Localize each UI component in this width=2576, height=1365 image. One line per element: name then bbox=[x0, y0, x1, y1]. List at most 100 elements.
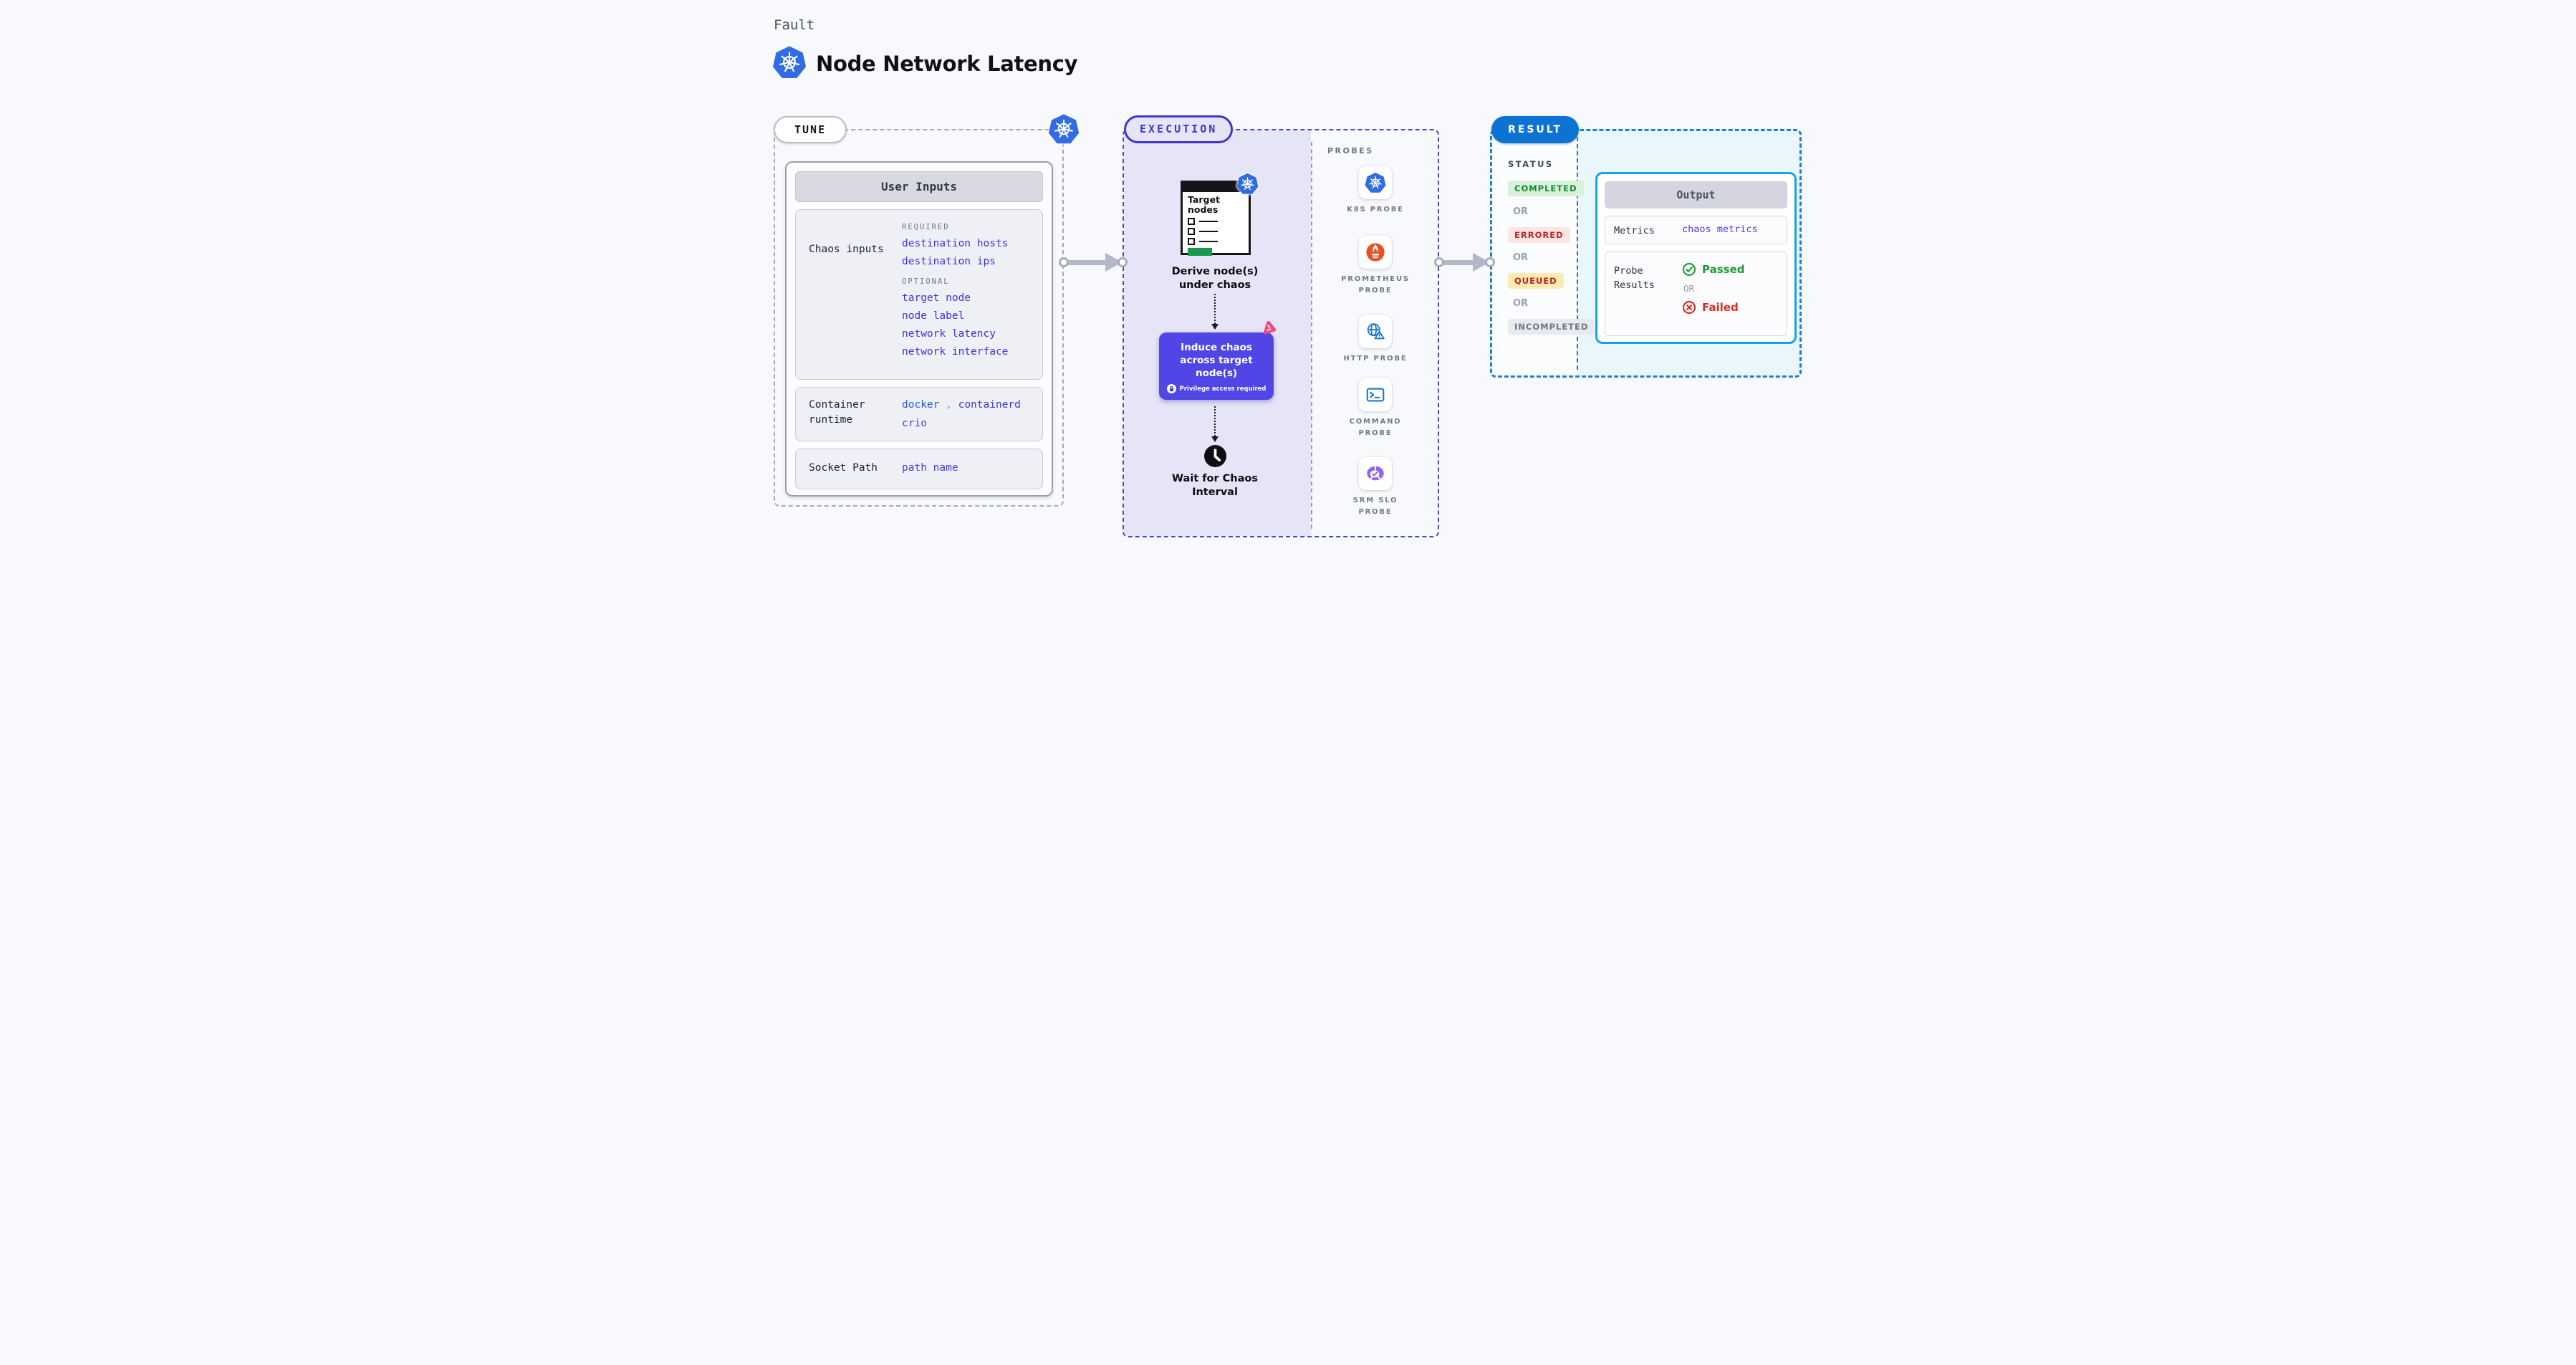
passed-label: Passed bbox=[1702, 263, 1745, 276]
page-title: Node Network Latency bbox=[816, 52, 1078, 76]
output-panel: Output Metrics chaos metrics Probe Resul… bbox=[1595, 172, 1797, 344]
failed-label: Failed bbox=[1702, 301, 1739, 314]
chaos-inputs-label: Chaos inputs bbox=[809, 244, 884, 255]
status-output-divider bbox=[1577, 137, 1578, 370]
derive-nodes-label: Derive node(s) under chaos bbox=[1171, 266, 1259, 291]
input-network-latency[interactable]: network latency bbox=[902, 328, 996, 340]
checkbox-icon bbox=[1188, 238, 1195, 245]
or-label: OR bbox=[1513, 252, 1529, 263]
srm-slo-probe-icon bbox=[1367, 466, 1384, 481]
litmus-chaos-icon bbox=[1263, 320, 1277, 335]
runtime-separator: , bbox=[946, 399, 952, 411]
chaos-inputs-values: REQUIRED destination hosts destination i… bbox=[902, 223, 1008, 364]
status-badge-queued: QUEUED bbox=[1508, 273, 1564, 289]
check-circle-icon bbox=[1682, 262, 1696, 277]
execution-badge: EXECUTION bbox=[1124, 115, 1234, 143]
window-bar bbox=[1183, 183, 1249, 192]
user-inputs-panel: User Inputs Chaos inputs REQUIRED destin… bbox=[785, 161, 1053, 497]
probe-item-srm-slo: SRM SLO PROBE bbox=[1331, 457, 1420, 517]
checkbox-icon bbox=[1188, 228, 1195, 235]
or-label: OR bbox=[1683, 283, 1695, 294]
tune-section bbox=[774, 129, 1064, 507]
socket-path-value[interactable]: path name bbox=[902, 462, 958, 474]
prometheus-icon bbox=[1366, 243, 1385, 262]
fault-eyebrow: Fault bbox=[774, 17, 815, 33]
http-probe-icon bbox=[1367, 323, 1385, 340]
probe-results-values: Passed OR Failed bbox=[1682, 262, 1744, 315]
passed-row: Passed bbox=[1682, 262, 1744, 277]
command-probe-icon bbox=[1366, 388, 1385, 402]
clock-icon bbox=[1204, 445, 1226, 467]
fault-diagram: Fault Node Network Latency TUNE User Inp… bbox=[731, 0, 1845, 591]
induce-chaos-step: Induce chaos across target node(s) Privi… bbox=[1159, 332, 1274, 400]
socket-path-label: Socket Path bbox=[809, 462, 878, 474]
probes-divider bbox=[1311, 142, 1312, 529]
probe-card bbox=[1359, 315, 1392, 348]
tune-badge: TUNE bbox=[774, 116, 847, 143]
output-title: Output bbox=[1605, 181, 1787, 209]
target-nodes-label: Target nodes bbox=[1188, 194, 1220, 215]
x-circle-icon bbox=[1682, 300, 1696, 315]
chaos-inputs-row: Chaos inputs REQUIRED destination hosts … bbox=[795, 209, 1043, 380]
arrow-head bbox=[1211, 324, 1219, 330]
probe-label: COMMAND PROBE bbox=[1349, 418, 1402, 437]
kubernetes-icon bbox=[1048, 113, 1080, 145]
probe-results-row: Probe Results Passed OR Faile bbox=[1605, 252, 1787, 336]
probe-label: K8S PROBE bbox=[1347, 206, 1404, 214]
connector-dot bbox=[1434, 257, 1444, 267]
node-checklist bbox=[1188, 218, 1249, 245]
privilege-note-text: Privilege access required bbox=[1179, 385, 1267, 393]
input-destination-hosts[interactable]: destination hosts bbox=[902, 238, 1009, 249]
status-badge-errored: ERRORED bbox=[1508, 227, 1570, 243]
runtime-containerd[interactable]: containerd bbox=[958, 399, 1021, 411]
status-badge-completed: COMPLETED bbox=[1508, 181, 1584, 196]
status-heading: STATUS bbox=[1508, 159, 1554, 169]
wait-interval-label: Wait for Chaos Interval bbox=[1171, 473, 1259, 498]
lock-icon bbox=[1166, 384, 1176, 393]
failed-row: Failed bbox=[1682, 300, 1744, 315]
probe-card bbox=[1359, 236, 1392, 269]
privilege-note: Privilege access required bbox=[1159, 384, 1274, 393]
required-heading: REQUIRED bbox=[902, 223, 950, 231]
or-label: OR bbox=[1513, 298, 1529, 309]
runtime-docker[interactable]: docker bbox=[902, 399, 940, 411]
status-badge-incompleted: INCOMPLETED bbox=[1508, 319, 1595, 335]
kubernetes-icon bbox=[772, 45, 807, 80]
k8s-icon bbox=[1365, 172, 1386, 193]
chaos-metrics-link[interactable]: chaos metrics bbox=[1682, 224, 1758, 235]
container-runtime-row: Container runtime docker , containerd cr… bbox=[795, 387, 1043, 441]
selected-chip bbox=[1188, 248, 1212, 256]
connector-dot bbox=[1118, 257, 1128, 267]
kubernetes-icon bbox=[1236, 173, 1259, 195]
metrics-row: Metrics chaos metrics bbox=[1605, 216, 1787, 244]
input-network-interface[interactable]: network interface bbox=[902, 346, 1009, 358]
probe-card bbox=[1359, 166, 1392, 199]
probe-label: SRM SLO PROBE bbox=[1352, 497, 1398, 516]
input-destination-ips[interactable]: destination ips bbox=[902, 256, 996, 267]
flow-arrow bbox=[1214, 294, 1216, 324]
input-target-node[interactable]: target node bbox=[902, 292, 971, 304]
probe-label: HTTP PROBE bbox=[1343, 355, 1408, 363]
probe-results-label: Probe Results bbox=[1614, 265, 1655, 292]
probe-item-prometheus: PROMETHEUS PROBE bbox=[1331, 236, 1420, 296]
socket-path-value-wrap: path name bbox=[902, 461, 958, 475]
connector-dot bbox=[1059, 257, 1069, 267]
connector-dot bbox=[1485, 257, 1495, 267]
socket-path-row: Socket Path path name bbox=[795, 449, 1043, 489]
probe-card bbox=[1359, 378, 1392, 411]
or-label: OR bbox=[1513, 206, 1529, 217]
arrow-head bbox=[1211, 436, 1219, 442]
probe-label: PROMETHEUS PROBE bbox=[1341, 275, 1410, 294]
probe-item-http: HTTP PROBE bbox=[1331, 315, 1420, 365]
probe-item-k8s: K8S PROBE bbox=[1331, 166, 1420, 216]
probe-item-command: COMMAND PROBE bbox=[1331, 378, 1420, 439]
container-runtime-values: docker , containerd crio bbox=[902, 398, 1021, 431]
probes-heading: PROBES bbox=[1327, 146, 1374, 155]
flow-arrow bbox=[1214, 406, 1216, 436]
probe-card bbox=[1359, 457, 1392, 490]
result-badge: RESULT bbox=[1491, 116, 1579, 143]
runtime-crio[interactable]: crio bbox=[902, 418, 927, 429]
status-column-background bbox=[1492, 131, 1577, 375]
input-node-label[interactable]: node label bbox=[902, 310, 965, 322]
optional-heading: OPTIONAL bbox=[902, 277, 950, 286]
